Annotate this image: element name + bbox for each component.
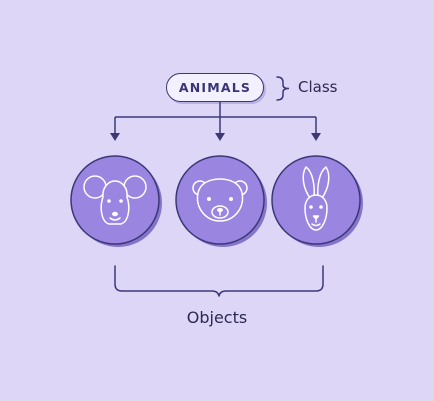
arrowheads: [110, 133, 321, 141]
class-brace: [276, 76, 290, 101]
objects-bracket: [114, 265, 324, 297]
arrowhead-mouse: [110, 133, 120, 141]
bear-icon: [192, 178, 248, 222]
rabbit-icon: [302, 166, 330, 231]
arrowhead-rabbit: [311, 133, 321, 141]
object-mouse: [70, 155, 162, 247]
class-node: ANIMALS: [166, 73, 264, 102]
connector-lines: [114, 102, 317, 133]
arrowhead-bear: [215, 133, 225, 141]
class-caption: Class: [298, 78, 338, 96]
class-node-label: ANIMALS: [178, 80, 252, 95]
object-bear: [175, 155, 267, 247]
mouse-icon: [83, 175, 147, 225]
object-rabbit: [271, 155, 363, 247]
objects-caption: Objects: [186, 308, 248, 327]
